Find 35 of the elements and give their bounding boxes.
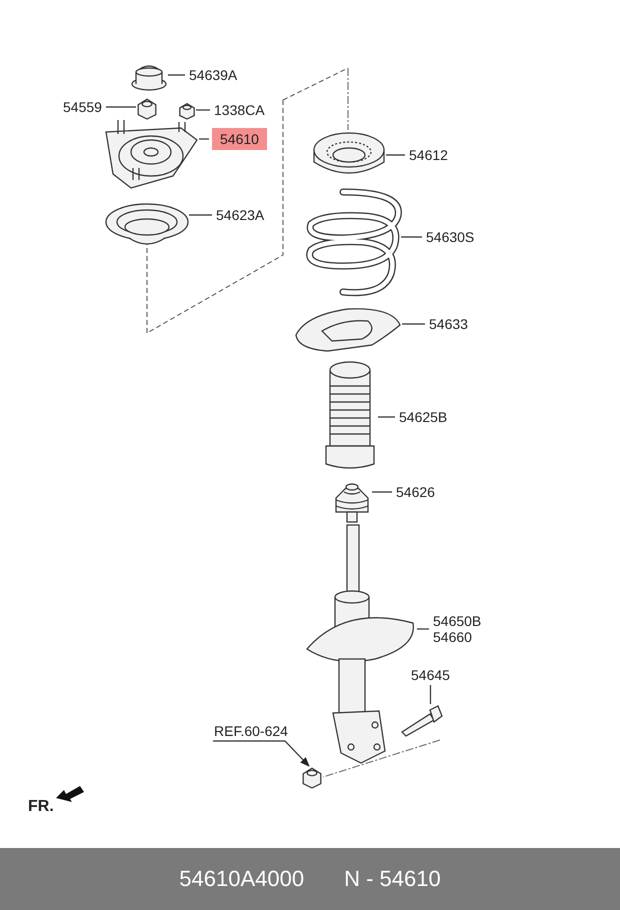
part-number: 54630S	[425, 229, 476, 245]
part-number: 54633	[428, 316, 469, 332]
nut-drawing	[178, 102, 196, 119]
part-number: REF.60-624	[213, 723, 289, 739]
leader-line	[196, 109, 210, 111]
leader-line	[189, 214, 212, 216]
part-number: 54559	[62, 99, 103, 115]
part-number: 54612	[408, 147, 449, 163]
leader-line	[378, 416, 395, 418]
part-number: 54660	[433, 629, 473, 645]
mount-drawing	[103, 118, 199, 190]
nut-drawing	[301, 766, 323, 788]
leader-line	[106, 106, 136, 108]
nut-drawing	[136, 97, 158, 119]
highlighted-part-number: 54610	[212, 128, 267, 150]
leader-line	[386, 154, 405, 156]
part-number: 54623A	[215, 207, 266, 223]
leader-line	[168, 74, 185, 76]
front-label: FR.	[28, 798, 54, 816]
leader-line	[417, 628, 429, 630]
part-code: 54610A4000	[179, 866, 304, 892]
part-number: 54639A	[188, 67, 238, 83]
leader-line	[402, 323, 425, 325]
bolt-drawing	[400, 704, 442, 734]
leader-line	[372, 491, 392, 493]
leader-line	[430, 685, 432, 704]
part-number: 54645	[410, 667, 451, 683]
part-number: 54650B	[433, 613, 482, 629]
part-number: 1338CA	[213, 102, 266, 118]
leader-line	[213, 740, 310, 767]
part-code: N - 54610	[344, 866, 441, 892]
part-number: 54625B	[398, 409, 448, 425]
part-number: 54626	[395, 484, 436, 500]
leader-line	[199, 138, 209, 140]
leader-line	[401, 236, 422, 238]
